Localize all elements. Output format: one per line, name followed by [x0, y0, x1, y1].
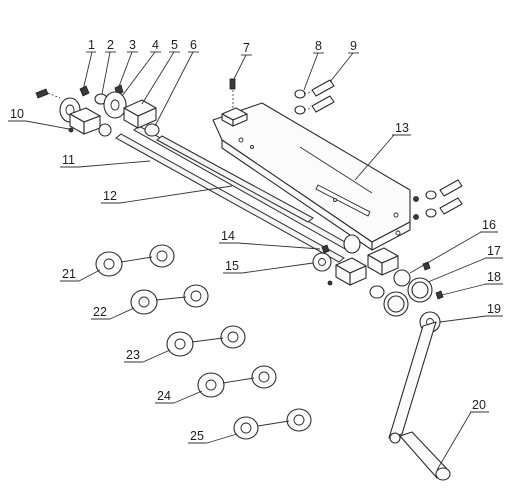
callout-18: 18 — [441, 270, 503, 296]
left-bearing-assembly — [35, 84, 160, 137]
roller-pair-25 — [233, 408, 312, 440]
callout-label-7: 7 — [243, 41, 250, 55]
callout-24: 24 — [155, 389, 203, 404]
callout-8: 8 — [303, 39, 324, 91]
callout-15: 15 — [223, 259, 314, 274]
callout-label-21: 21 — [62, 267, 76, 281]
callout-11: 11 — [60, 153, 151, 168]
crank-handle — [388, 321, 451, 481]
right-bearing-assembly — [312, 234, 444, 333]
callout-10: 10 — [8, 107, 70, 130]
callout-label-18: 18 — [487, 270, 501, 284]
callout-4: 4 — [121, 38, 161, 97]
callout-1: 1 — [82, 38, 96, 91]
callout-2: 2 — [101, 38, 116, 95]
callout-label-3: 3 — [129, 38, 136, 52]
callout-label-1: 1 — [88, 38, 95, 52]
callout-label-11: 11 — [62, 153, 75, 167]
callout-label-2: 2 — [107, 38, 114, 52]
callout-19: 19 — [439, 302, 503, 323]
callout-label-4: 4 — [152, 38, 159, 52]
callout-label-10: 10 — [10, 107, 24, 121]
roller-pair-22 — [130, 284, 209, 315]
main-plate — [212, 102, 411, 251]
callout-3: 3 — [117, 38, 138, 90]
callout-21: 21 — [60, 267, 101, 282]
callout-12: 12 — [101, 185, 233, 204]
callout-16: 16 — [409, 218, 498, 274]
callout-label-20: 20 — [472, 398, 486, 412]
callout-20: 20 — [436, 398, 489, 471]
shaft-rods — [115, 125, 353, 263]
callout-7: 7 — [233, 41, 252, 80]
callout-5: 5 — [141, 38, 180, 105]
roller-pair-23 — [166, 325, 246, 357]
right-bolts — [413, 179, 463, 220]
callout-label-6: 6 — [190, 38, 197, 52]
callout-label-22: 22 — [93, 305, 107, 319]
callout-6: 6 — [154, 38, 199, 127]
callout-label-24: 24 — [157, 389, 171, 403]
callout-9: 9 — [329, 39, 359, 83]
callout-label-9: 9 — [350, 39, 357, 53]
callout-label-8: 8 — [315, 39, 322, 53]
callout-17: 17 — [427, 244, 503, 283]
callout-22: 22 — [91, 305, 135, 320]
callout-label-25: 25 — [190, 429, 204, 443]
callout-label-12: 12 — [103, 189, 117, 203]
clamp-block — [221, 78, 248, 127]
callout-label-5: 5 — [171, 38, 178, 52]
callout-label-15: 15 — [225, 259, 239, 273]
callout-14: 14 — [219, 229, 321, 250]
callout-23: 23 — [124, 348, 171, 363]
callout-label-13: 13 — [395, 121, 409, 135]
callout-label-14: 14 — [221, 229, 235, 243]
roller-pair-21 — [95, 244, 175, 277]
callout-label-19: 19 — [487, 302, 501, 316]
callout-label-17: 17 — [487, 244, 501, 258]
callout-25: 25 — [188, 429, 238, 444]
callout-label-16: 16 — [482, 218, 496, 232]
callout-label-23: 23 — [126, 348, 140, 362]
callout-13: 13 — [354, 121, 411, 181]
upper-bolts — [294, 79, 335, 115]
roller-pair-24 — [197, 365, 277, 398]
